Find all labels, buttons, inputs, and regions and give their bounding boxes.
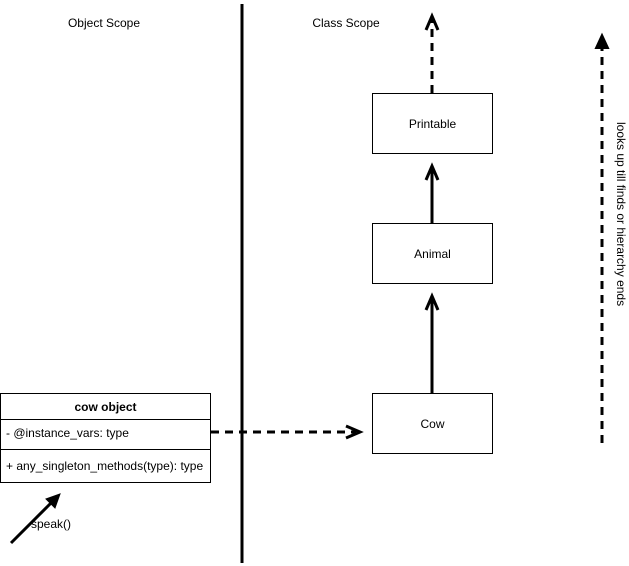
class-cow-label: Cow	[420, 416, 445, 431]
cow-object-attributes: - @instance_vars: type	[1, 420, 210, 450]
class-animal: Animal	[372, 223, 493, 284]
object-to-class-arrowhead	[345, 424, 364, 440]
lookup-note: looks up till finds or hierarchy ends	[614, 122, 628, 307]
cow-object-box: cow object - @instance_vars: type + any_…	[0, 393, 211, 483]
class-printable: Printable	[372, 93, 493, 154]
lookup-arrowhead	[594, 32, 610, 49]
class-scope-label: Class Scope	[312, 16, 380, 30]
speak-call-arrowhead	[45, 493, 61, 509]
cow-object-title: cow object	[1, 394, 210, 420]
cow-object-methods: + any_singleton_methods(type): type	[6, 459, 204, 473]
class-cow: Cow	[372, 393, 493, 454]
class-printable-label: Printable	[408, 116, 457, 131]
printable-up-arrowhead	[424, 12, 440, 31]
speak-call-arrow	[9, 497, 57, 545]
cow-to-animal-arrowhead	[424, 292, 440, 311]
animal-to-printable-arrowhead	[424, 162, 440, 181]
speak-call-label: speak()	[31, 517, 72, 531]
object-scope-label: Object Scope	[67, 16, 141, 30]
class-animal-label: Animal	[414, 246, 451, 261]
